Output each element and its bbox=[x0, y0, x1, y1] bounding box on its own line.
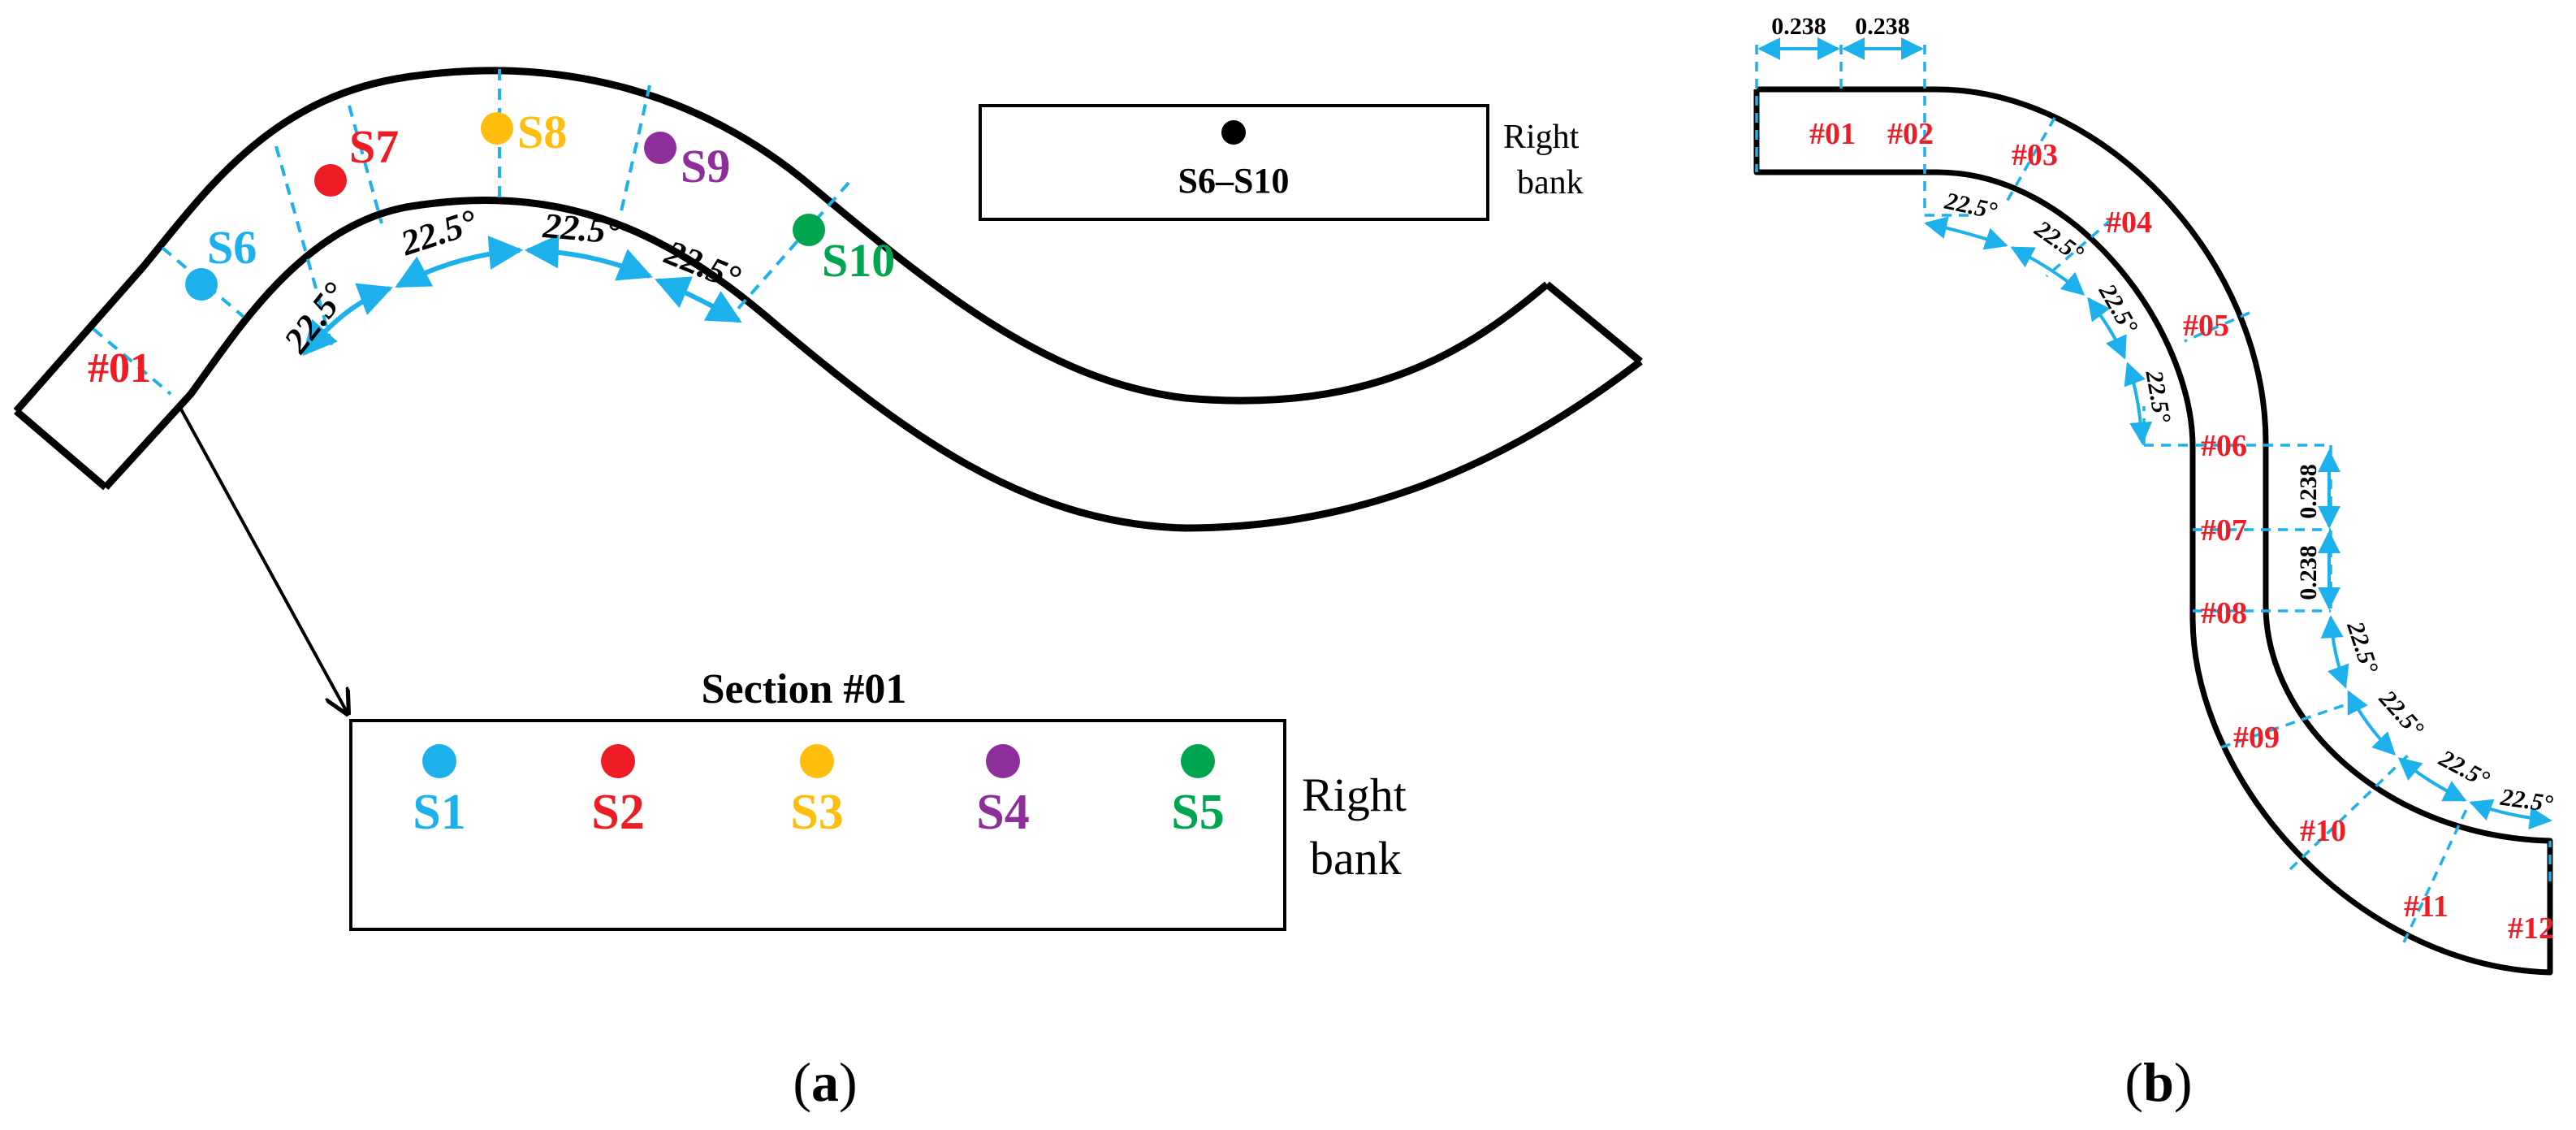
point-marker-S1 bbox=[422, 744, 456, 778]
angle-label: 22.5° bbox=[2341, 617, 2384, 676]
point-marker-S8 bbox=[481, 112, 513, 145]
dimension-labels: 0.238 0.238 0.238 0.238 bbox=[1771, 13, 2322, 600]
point-label: S7 bbox=[349, 120, 399, 173]
inset-title: Section #01 bbox=[702, 666, 907, 712]
bank-label: Right bbox=[1503, 119, 1580, 156]
section-label: #03 bbox=[2012, 138, 2058, 172]
point-label: S6 bbox=[207, 221, 257, 274]
bank-label: bank bbox=[1310, 832, 1402, 885]
panel-a: 22.5° 22.5° 22.5° 22.5° #01 S6 S7 S8 S9 … bbox=[13, 67, 1643, 1113]
angle-arrows bbox=[2320, 615, 2552, 830]
point-label: S5 bbox=[1171, 785, 1224, 840]
point-marker-S6 bbox=[185, 268, 218, 301]
point-label: S8 bbox=[517, 106, 567, 158]
point-marker-S10 bbox=[793, 214, 825, 246]
angle-label: 22.5° bbox=[541, 206, 622, 252]
cross-section-lines bbox=[1755, 45, 2552, 943]
section-label: #11 bbox=[2404, 890, 2448, 924]
section-label: #06 bbox=[2201, 429, 2247, 463]
point-marker-S4 bbox=[986, 744, 1020, 778]
section-label: #02 bbox=[1887, 117, 1934, 151]
point-label: S4 bbox=[976, 785, 1029, 840]
dimension-label: 0.238 bbox=[2295, 464, 2322, 519]
point-label: S9 bbox=[681, 140, 730, 193]
section-label: #10 bbox=[2300, 814, 2346, 848]
point-label: S10 bbox=[822, 234, 895, 287]
section-label: #01 bbox=[1809, 117, 1856, 151]
section-pointer-arrow bbox=[179, 407, 348, 713]
panel-caption: (a) bbox=[793, 1051, 857, 1113]
dimension-label: 0.238 bbox=[2295, 545, 2322, 600]
inset-box bbox=[979, 104, 1489, 221]
section-label: #07 bbox=[2201, 513, 2247, 548]
bank-label: bank bbox=[1517, 164, 1584, 201]
panel-b: 0.238 0.238 0.238 0.238 22.5° 22.5° 22.5… bbox=[1753, 13, 2555, 1113]
dimension-label: 0.238 bbox=[1855, 13, 1910, 40]
angle-label: 22.5° bbox=[2374, 685, 2429, 743]
section-label: #04 bbox=[2106, 206, 2152, 240]
inset-section-01: Section #01 S1 S2 S3 S4 S5 Right bank bbox=[349, 666, 1407, 931]
section-labels: #01 #02 #03 #04 #05 #06 #07 #08 #09 #10 … bbox=[1809, 117, 2554, 946]
angle-label: 22.5° bbox=[1942, 188, 1999, 225]
section-label: #09 bbox=[2233, 721, 2280, 755]
section-label: #08 bbox=[2201, 596, 2247, 630]
inset-box bbox=[349, 719, 1286, 931]
section-label: #01 bbox=[88, 345, 151, 392]
panel-caption: (b) bbox=[2124, 1051, 2192, 1113]
point-marker-S2 bbox=[601, 744, 635, 778]
point-marker-S7 bbox=[314, 164, 347, 197]
angle-label: 22.5° bbox=[2434, 744, 2493, 793]
inset-s6-s10: S6–S10 Right bank bbox=[979, 104, 1584, 221]
channel-outer-bank bbox=[13, 67, 1549, 413]
point-marker bbox=[1221, 120, 1246, 145]
angle-label: 22.5° bbox=[2029, 215, 2089, 268]
angle-label: 22.5° bbox=[2140, 368, 2176, 425]
dimension-arrows bbox=[1757, 37, 2340, 610]
point-marker-S3 bbox=[800, 744, 834, 778]
angle-arrows bbox=[1924, 216, 2153, 445]
dimension-label: 0.238 bbox=[1771, 13, 1826, 40]
channel-inlet-end bbox=[14, 408, 108, 491]
channel-inner-bank bbox=[1753, 89, 2553, 976]
angle-arrows bbox=[302, 234, 742, 357]
channel-outer-bank bbox=[1757, 86, 2553, 885]
point-marker-S5 bbox=[1181, 744, 1215, 778]
bank-label: Right bbox=[1302, 768, 1407, 821]
point-label: S1 bbox=[413, 785, 465, 840]
point-label: S3 bbox=[790, 785, 843, 840]
point-label: S2 bbox=[591, 785, 644, 840]
inset-label: S6–S10 bbox=[1178, 161, 1290, 201]
angle-label: 22.5° bbox=[395, 201, 482, 263]
section-label: #05 bbox=[2183, 309, 2229, 343]
channel-outlet-end bbox=[1545, 281, 1643, 365]
section-label: #12 bbox=[2508, 911, 2554, 946]
point-marker-S9 bbox=[644, 132, 676, 164]
channel-inner-bank bbox=[102, 197, 1643, 532]
measurement-points: S6 S7 S8 S9 S10 bbox=[185, 106, 895, 301]
